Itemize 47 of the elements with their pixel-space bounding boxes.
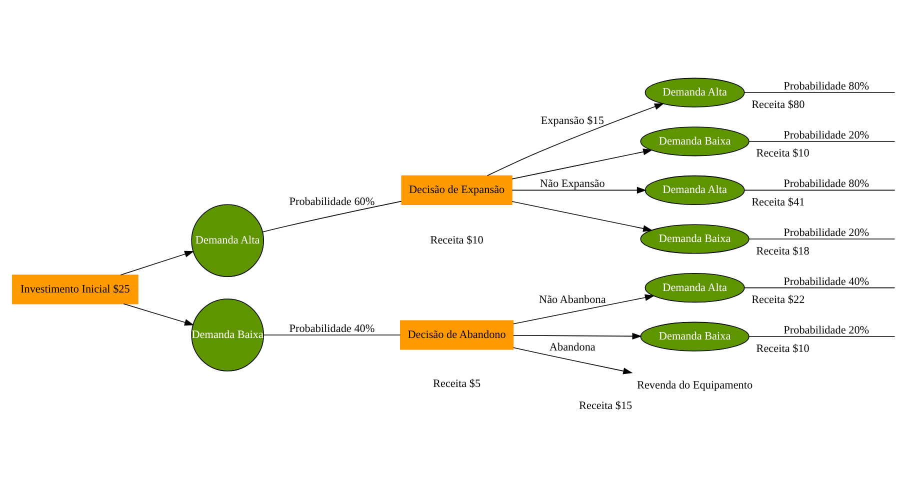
- node-label: Receita $15: [579, 400, 632, 412]
- edge-label: Probabilidade 40%: [784, 276, 870, 288]
- edge-label: Expansão $15: [540, 114, 604, 127]
- node-label: Receita $10: [756, 148, 810, 160]
- arrow: [512, 347, 633, 374]
- connector: [748, 336, 896, 337]
- arrow: [512, 186, 647, 194]
- node-box: Decisão de Expansão: [401, 175, 512, 205]
- label: Receita $10: [430, 234, 484, 247]
- node-label: Receita $80: [752, 98, 805, 111]
- node-text: Revenda do Equipamento: [637, 379, 753, 392]
- node-box: Investimento Inicial $25: [12, 274, 138, 304]
- edge-label: Probabilidade 20%: [784, 324, 870, 337]
- connector: [744, 190, 896, 191]
- node-ellipse: Demanda Alta: [644, 175, 745, 205]
- connector: [744, 287, 896, 288]
- node-circle: Demanda Baixa: [191, 298, 264, 372]
- arrow: [512, 294, 655, 324]
- node-ellipse: Demanda Baixa: [640, 322, 750, 352]
- connector: [262, 200, 402, 232]
- edge-label: Não Expansão: [540, 178, 605, 190]
- arrow: [512, 148, 653, 180]
- edge-label: Probabilidade 20%: [784, 129, 870, 142]
- connector: [744, 92, 896, 93]
- edge-label: Probabilidade 60%: [289, 196, 375, 208]
- edge-label: Abandona: [549, 341, 596, 354]
- arrow: [120, 250, 194, 276]
- connector: [263, 334, 401, 336]
- node-ellipse: Demanda Alta: [644, 78, 745, 108]
- arrow: [123, 303, 194, 326]
- node-label: Receita $10: [756, 342, 810, 355]
- label: Receita $5: [433, 378, 481, 390]
- node-label: Receita $22: [752, 294, 805, 306]
- arrow: [512, 332, 642, 340]
- arrow: [512, 201, 653, 232]
- node-box: Decisão de Abandono: [400, 320, 514, 350]
- edge-label: Probabilidade 40%: [289, 322, 375, 335]
- connector: [748, 238, 896, 240]
- node-circle: Demanda Alta: [191, 204, 264, 277]
- edge-label: Probabilidade 80%: [784, 80, 870, 93]
- node-label: Receita $41: [752, 196, 805, 208]
- arrow: [486, 103, 664, 176]
- edge-label: Probabilidade 80%: [784, 178, 870, 190]
- edge-label: Probabilidade 20%: [784, 226, 870, 239]
- node-label: Receita $18: [756, 245, 810, 258]
- connector: [748, 141, 896, 142]
- edge-label: Não Abanbona: [539, 294, 606, 306]
